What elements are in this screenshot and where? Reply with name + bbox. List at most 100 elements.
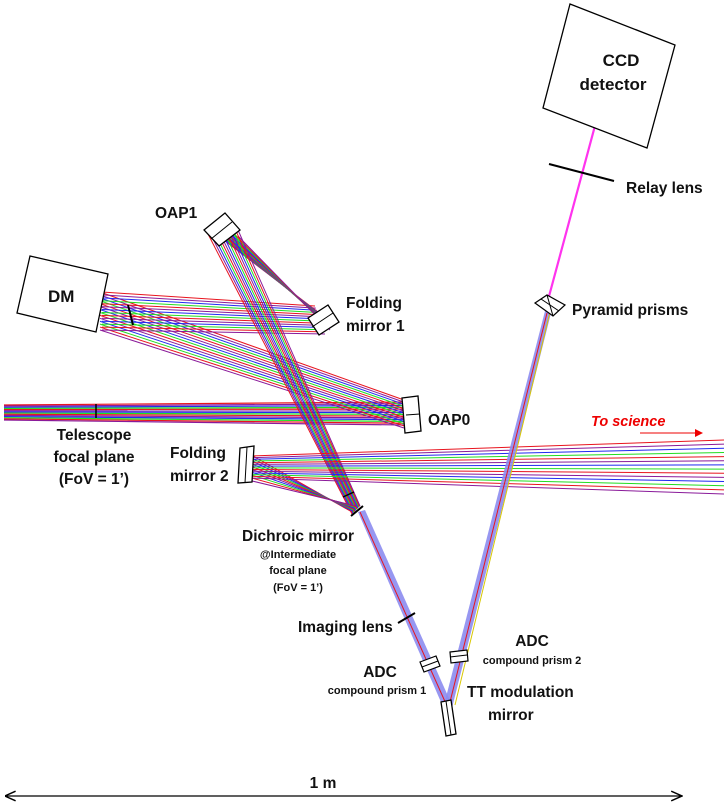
folding-mirror-1-label-2: mirror 1 bbox=[346, 318, 405, 335]
science-output-ray bbox=[250, 464, 724, 467]
dm-to-fm1-ray bbox=[101, 320, 323, 329]
oap1-to-dichroic-ray bbox=[226, 231, 358, 510]
folding-mirror-2-label-1: Folding bbox=[170, 445, 226, 462]
adc-compound-prism-2 bbox=[449, 649, 469, 664]
adc1-label: ADC bbox=[363, 664, 397, 681]
telescope-input-ray bbox=[3, 413, 406, 417]
dm-to-fm1-ray bbox=[101, 306, 319, 318]
telescope-input-ray bbox=[3, 408, 406, 411]
telescope-input-ray bbox=[3, 404, 406, 408]
dm-to-fm1-ray bbox=[101, 329, 326, 335]
pyramid-prisms-label: Pyramid prisms bbox=[572, 302, 688, 319]
folding-mirror-1 bbox=[307, 304, 340, 336]
dm-to-fm1-ray bbox=[101, 300, 318, 313]
science-output-ray bbox=[251, 469, 724, 474]
fm2-to-dichroic-ray bbox=[247, 479, 357, 507]
oap1-to-dichroic-ray bbox=[216, 232, 355, 512]
oap0-to-dm-ray bbox=[99, 326, 405, 427]
dm-to-fm1-ray bbox=[101, 294, 316, 309]
pyramid-prisms bbox=[533, 294, 567, 317]
oap1-to-dichroic-ray bbox=[237, 229, 361, 507]
to-science-label: To science bbox=[591, 414, 665, 430]
dichroic-tick bbox=[342, 491, 355, 498]
ray-bundles bbox=[3, 227, 724, 515]
ray-yellow-up bbox=[454, 311, 551, 706]
tt-modulation-mirror bbox=[440, 699, 457, 737]
telescope-input-ray bbox=[3, 415, 406, 421]
dichroic-label: Dichroic mirror bbox=[242, 528, 354, 545]
oap1-mirror bbox=[203, 212, 241, 247]
oap1-to-dichroic-ray bbox=[207, 233, 353, 515]
science-output-ray bbox=[250, 456, 724, 464]
tt-label-2: mirror bbox=[488, 707, 534, 724]
ccd-label-1: CCD bbox=[603, 51, 640, 70]
dm-to-fm1-ray bbox=[101, 291, 316, 307]
oap0-to-dm-ray bbox=[99, 297, 405, 405]
oap0-to-dm-ray bbox=[99, 329, 405, 429]
telescope-label-2: focal plane bbox=[54, 449, 135, 466]
ray-pyramid-to-ccd bbox=[546, 121, 598, 301]
dichroic-sub-1: @Intermediate bbox=[260, 549, 336, 561]
oap0-to-dm-ray bbox=[99, 317, 405, 420]
science-output-ray bbox=[251, 475, 724, 491]
dm-to-fm1-ray bbox=[101, 326, 325, 333]
oap0-to-dm-ray bbox=[99, 309, 405, 414]
imaging-lens bbox=[397, 612, 416, 624]
oap0-to-dm-ray bbox=[99, 291, 405, 401]
oap1-label: OAP1 bbox=[155, 205, 198, 222]
scale-label: 1 m bbox=[310, 775, 337, 792]
science-output-ray bbox=[250, 447, 724, 460]
folding-mirror-2-label-2: mirror 2 bbox=[170, 468, 229, 485]
oap0-to-dm-ray bbox=[99, 303, 405, 410]
science-output-ray bbox=[251, 472, 724, 483]
folding-mirror-1-label-1: Folding bbox=[346, 295, 402, 312]
ray-red-down bbox=[359, 511, 448, 707]
dichroic-sub-2: focal plane bbox=[269, 565, 326, 577]
science-output-ray bbox=[249, 439, 724, 457]
relay-lens bbox=[548, 163, 615, 182]
telescope-input-ray bbox=[3, 411, 406, 414]
oap1-to-dichroic-ray bbox=[228, 231, 358, 509]
ccd-label-2: detector bbox=[579, 75, 646, 94]
ray-red-up bbox=[448, 312, 548, 707]
imaging-lens-label: Imaging lens bbox=[298, 619, 393, 636]
oap0-to-dm-ray bbox=[99, 294, 405, 403]
telescope-label-1: Telescope bbox=[57, 427, 132, 444]
dm-to-fm1-ray bbox=[101, 323, 324, 331]
adc2-sub-label: compound prism 2 bbox=[483, 655, 581, 667]
oap0-to-dm-ray bbox=[99, 311, 405, 416]
oap1-to-dichroic-ray bbox=[209, 233, 354, 514]
adc1-sub-label: compound prism 1 bbox=[328, 685, 426, 697]
oap1-to-dichroic-ray bbox=[235, 230, 360, 507]
adc2-label: ADC bbox=[515, 633, 549, 650]
science-output-ray bbox=[251, 470, 724, 478]
dm-to-fm1-ray bbox=[101, 314, 322, 324]
oap0-to-dm-ray bbox=[99, 300, 405, 407]
relay-lens-label: Relay lens bbox=[626, 180, 703, 197]
science-output-ray bbox=[250, 443, 724, 459]
science-output-ray bbox=[251, 474, 724, 487]
oap0-to-dm-ray bbox=[99, 306, 405, 412]
dm-to-fm1-ray bbox=[101, 309, 320, 320]
telescope-input-ray bbox=[3, 414, 406, 419]
telescope-input-ray bbox=[3, 419, 406, 426]
oap0-label: OAP0 bbox=[428, 412, 470, 429]
oap1-to-dichroic-ray bbox=[232, 230, 360, 508]
science-output-ray bbox=[251, 477, 724, 495]
dichroic-sub-3: (FoV = 1’) bbox=[273, 582, 323, 594]
telescope-input-ray bbox=[3, 412, 406, 415]
oap0-to-dm-ray bbox=[99, 323, 405, 425]
dm-label: DM bbox=[48, 287, 74, 306]
dm-to-fm1-ray bbox=[101, 303, 319, 316]
oap0-to-dm-ray bbox=[99, 314, 405, 418]
science-output-ray bbox=[251, 467, 724, 470]
dm-to-fm1-ray bbox=[101, 297, 317, 311]
telescope-label-3: (FoV = 1’) bbox=[59, 471, 129, 488]
tt-label-1: TT modulation bbox=[467, 684, 574, 701]
telescope-input-ray bbox=[3, 417, 406, 423]
science-output-ray bbox=[250, 451, 724, 462]
deformable-mirror bbox=[16, 255, 134, 333]
science-output-ray bbox=[250, 460, 724, 465]
oap0-mirror bbox=[401, 395, 422, 434]
